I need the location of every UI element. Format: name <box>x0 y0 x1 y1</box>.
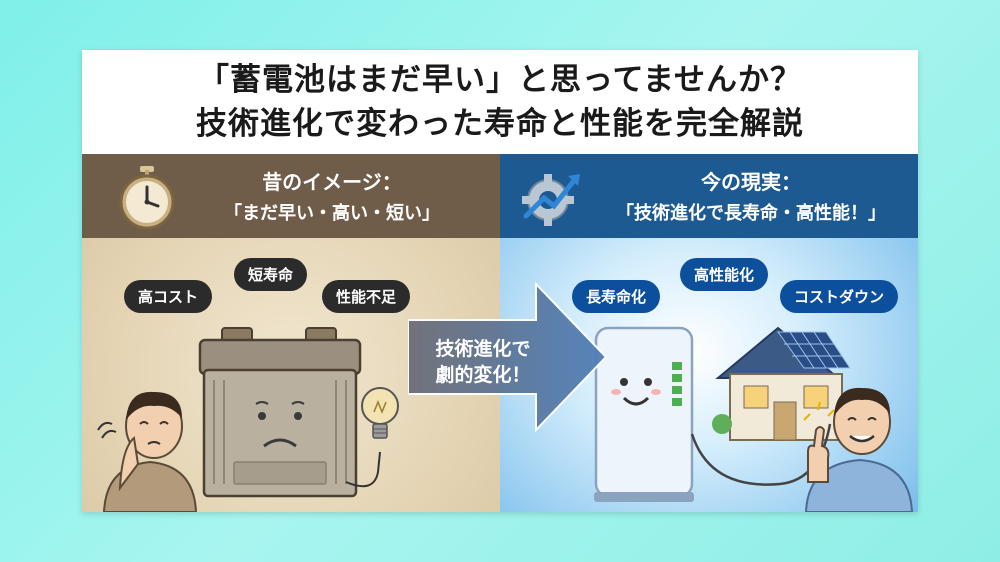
old-battery-illustration <box>198 327 362 498</box>
tag-cost-down: コストダウン <box>780 280 899 313</box>
new-reality-subtitle: 「技術進化で長寿命・高性能！」 <box>616 203 886 224</box>
clock-icon <box>119 166 175 230</box>
old-image-band: 昔のイメージ： 「まだ早い・高い・短い」 <box>82 154 500 238</box>
new-reality-panel: 今の現実： 「技術進化で長寿命・高性能！」 長寿命化 高性能化 コストダウン <box>500 154 918 512</box>
new-reality-heading: 今の現実： 「技術進化で長寿命・高性能！」 <box>592 166 910 225</box>
new-reality-band: 今の現実： 「技術進化で長寿命・高性能！」 <box>500 154 918 238</box>
thumbs-up-man-illustration <box>803 387 914 512</box>
old-image-heading: 昔のイメージ： 「まだ早い・高い・短い」 <box>182 166 482 225</box>
worried-man-illustration <box>97 391 198 512</box>
transition-arrow <box>408 282 608 432</box>
new-reality-title: 今の現実： <box>701 170 801 194</box>
transition-label: 技術進化で 劇的変化！ <box>418 336 548 388</box>
gear-up-arrow-icon <box>522 174 580 226</box>
tag-short-life: 短寿命 <box>234 258 308 291</box>
tag-high-cost: 高コスト <box>124 280 213 313</box>
transition-label-line-1: 技術進化で <box>435 338 531 360</box>
thumbnail-card: 「蓄電池はまだ早い」と思ってませんか？ 技術進化で変わった寿命と性能を完全解説 … <box>82 50 918 512</box>
tag-high-performance: 高性能化 <box>680 258 769 291</box>
transition-label-line-2: 劇的変化！ <box>435 364 531 386</box>
old-image-subtitle: 「まだ早い・高い・短い」 <box>224 203 440 224</box>
headline-line-1: 「蓄電池はまだ早い」と思ってませんか？ <box>198 62 802 98</box>
old-image-title: 昔のイメージ： <box>262 170 402 194</box>
tag-long-life: 長寿命化 <box>572 280 661 313</box>
lightbulb-icon <box>345 387 399 488</box>
home-battery-illustration <box>594 326 694 502</box>
headline-line-2: 技術進化で変わった寿命と性能を完全解説 <box>196 106 804 142</box>
headline: 「蓄電池はまだ早い」と思ってませんか？ 技術進化で変わった寿命と性能を完全解説 <box>82 50 918 154</box>
tag-low-performance: 性能不足 <box>322 280 411 313</box>
